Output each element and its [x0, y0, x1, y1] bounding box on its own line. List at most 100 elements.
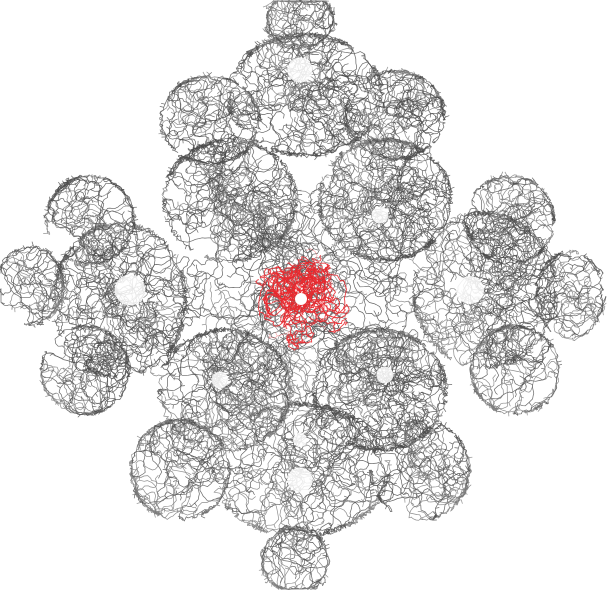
backbone-strand	[164, 171, 226, 221]
backbone-strand	[475, 338, 558, 417]
backbone-strand	[306, 248, 318, 278]
void-gap	[371, 206, 389, 224]
backbone-strand	[159, 101, 209, 153]
backbone-strand	[317, 198, 379, 261]
backbone-strand	[136, 436, 227, 520]
backbone-strand	[212, 331, 309, 378]
backbone-strand	[77, 323, 116, 363]
backbone-strand	[305, 261, 331, 291]
backbone-strand	[483, 324, 543, 366]
backbone-strand	[316, 153, 357, 235]
backbone-strand	[176, 206, 273, 251]
backbone-strand	[284, 405, 355, 463]
backbone-strand	[327, 425, 386, 475]
backbone-strand	[558, 266, 603, 341]
backbone-strand	[25, 247, 66, 290]
backbone-strand	[185, 187, 226, 235]
void-gap	[287, 467, 313, 493]
backbone-strand	[71, 214, 135, 265]
backbone-strand	[208, 388, 282, 452]
backbone-strand	[219, 179, 284, 233]
backbone-strand	[311, 308, 338, 320]
backbone-strand	[213, 193, 298, 258]
backbone-strand	[376, 465, 471, 513]
backbone-strand	[5, 247, 65, 298]
backbone-strand	[389, 194, 446, 247]
backbone-strand	[440, 229, 513, 315]
backbone-strand	[161, 338, 204, 406]
backbone-strand	[354, 327, 421, 385]
backbone-strand	[327, 150, 397, 205]
void-gap	[211, 371, 229, 389]
backbone-strand	[357, 187, 388, 247]
backbone-strand	[366, 330, 421, 395]
backbone-strand	[485, 328, 547, 387]
backbone-strand	[273, 265, 295, 301]
highlighted-central-channel	[255, 248, 350, 351]
backbone-strand	[132, 466, 198, 519]
backbone-strand	[385, 332, 423, 380]
backbone-strand	[312, 32, 385, 100]
backbone-strand	[326, 325, 405, 410]
backbone-strand	[396, 439, 431, 493]
backbone-strand	[284, 263, 311, 287]
backbone-strand	[266, 296, 293, 314]
backbone-strand	[370, 441, 444, 485]
backbone-strand	[323, 388, 395, 453]
backbone-strand	[384, 198, 452, 262]
backbone-strand	[484, 183, 537, 224]
backbone-strand	[521, 337, 561, 414]
backbone-strand	[349, 96, 443, 161]
backbone-strand	[237, 198, 329, 274]
backbone-strand	[289, 0, 332, 43]
backbone-strand	[254, 30, 317, 110]
backbone-strand	[39, 351, 92, 402]
backbone-strand	[410, 474, 472, 508]
backbone-strand	[470, 348, 520, 386]
backbone-strand	[166, 83, 236, 137]
backbone-strand	[179, 75, 217, 131]
backbone-strand	[344, 307, 440, 347]
backbone-strand	[317, 178, 394, 228]
backbone-strand	[391, 207, 434, 261]
backbone-strand	[297, 271, 318, 292]
backbone-strand	[425, 232, 483, 285]
backbone-strand	[466, 183, 536, 236]
backbone-strand	[469, 363, 527, 410]
backbone-strand	[294, 74, 359, 128]
backbone-strand	[415, 288, 468, 367]
backbone-strand	[307, 293, 340, 312]
backbone-strand	[191, 330, 251, 388]
backbone-strand	[311, 61, 383, 126]
backbone-strand	[287, 325, 315, 348]
backbone-strand	[385, 358, 446, 421]
backbone-strand	[317, 348, 390, 388]
backbone-strand	[169, 270, 268, 312]
backbone-strand	[165, 419, 227, 481]
backbone-strand	[300, 270, 324, 308]
backbone-strand	[285, 301, 329, 323]
backbone-strand	[262, 0, 297, 41]
backbone-strand	[283, 270, 317, 294]
backbone-strand	[0, 269, 41, 317]
backbone-strand	[227, 384, 270, 420]
backbone-strand	[277, 436, 312, 491]
backbone-strand	[474, 262, 554, 316]
backbone-strand	[379, 320, 449, 379]
backbone-strand	[189, 118, 250, 161]
backbone-strand	[74, 347, 127, 394]
backbone-strand	[374, 70, 446, 121]
backbone-strand	[278, 282, 313, 310]
backbone-strand	[234, 454, 292, 492]
backbone-strand	[208, 377, 273, 417]
backbone-strand	[272, 428, 371, 532]
backbone-strand	[43, 177, 89, 224]
backbone-strand	[412, 241, 517, 321]
backbone-strand	[241, 443, 284, 531]
backbone-strand	[127, 248, 161, 376]
backbone-strand	[3, 252, 55, 326]
backbone-strand	[196, 101, 262, 155]
backbone-strand	[255, 268, 277, 298]
backbone-strand	[543, 252, 579, 300]
